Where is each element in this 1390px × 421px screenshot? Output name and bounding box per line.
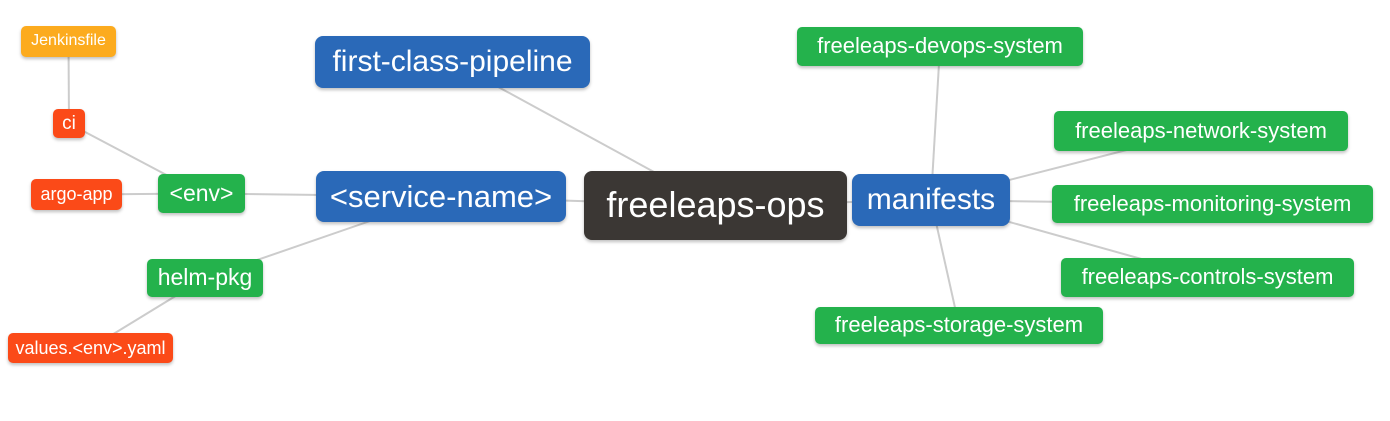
node-manifests[interactable]: manifests	[852, 174, 1010, 226]
node-first-class-pipeline[interactable]: first-class-pipeline	[315, 36, 590, 88]
node-label: freeleaps-monitoring-system	[1073, 190, 1352, 216]
node-ci[interactable]: ci	[53, 109, 85, 138]
node-jenkinsfile[interactable]: Jenkinsfile	[21, 26, 116, 57]
node-freeleaps-controls-system[interactable]: freeleaps-controls-system	[1061, 258, 1354, 297]
node-env[interactable]: <env>	[158, 174, 245, 213]
node-service-name[interactable]: <service-name>	[316, 171, 566, 222]
node-label: freeleaps-ops	[606, 184, 825, 225]
node-label: values.<env>.yaml	[15, 337, 166, 358]
node-values-env-yaml[interactable]: values.<env>.yaml	[8, 333, 173, 363]
node-label: first-class-pipeline	[332, 44, 573, 78]
node-helm-pkg[interactable]: helm-pkg	[147, 259, 263, 297]
node-label: freeleaps-network-system	[1075, 117, 1327, 143]
node-freeleaps-devops-system[interactable]: freeleaps-devops-system	[797, 27, 1083, 66]
node-label: freeleaps-storage-system	[834, 312, 1084, 337]
node-label: freeleaps-devops-system	[817, 33, 1063, 58]
node-freeleaps-monitoring-system[interactable]: freeleaps-monitoring-system	[1052, 185, 1373, 223]
node-label: Jenkinsfile	[31, 32, 106, 49]
node-label: <service-name>	[329, 178, 553, 214]
node-label: <env>	[169, 179, 234, 206]
node-label: helm-pkg	[157, 264, 253, 290]
node-freeleaps-storage-system[interactable]: freeleaps-storage-system	[815, 307, 1103, 344]
node-freeleaps-ops[interactable]: freeleaps-ops	[584, 171, 847, 240]
node-label: ci	[62, 112, 76, 134]
node-argo-app[interactable]: argo-app	[31, 179, 122, 210]
node-label: manifests	[866, 182, 996, 216]
node-label: argo-app	[40, 184, 113, 204]
node-label: freeleaps-controls-system	[1081, 264, 1334, 289]
node-freeleaps-network-system[interactable]: freeleaps-network-system	[1054, 111, 1348, 151]
